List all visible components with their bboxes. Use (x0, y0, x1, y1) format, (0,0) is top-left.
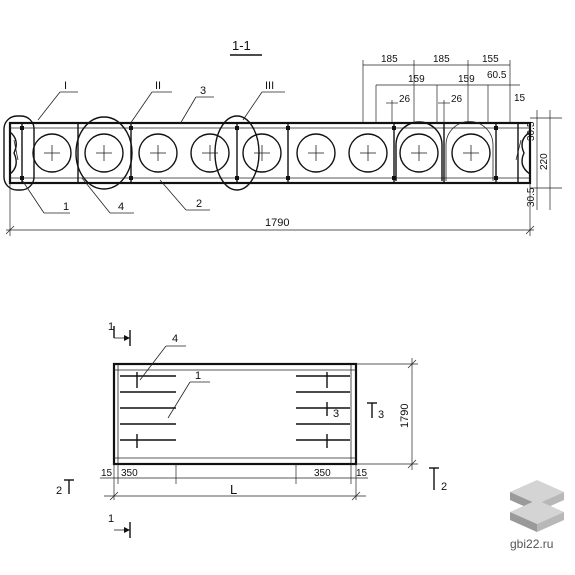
callout-2: 2 (159, 179, 210, 211)
detail-I-outline (3, 115, 35, 191)
right-dimensions: 30.5 220 30.5 (526, 110, 562, 210)
callout-II: II (129, 80, 172, 125)
svg-text:159: 159 (408, 74, 425, 85)
svg-text:185: 185 (381, 54, 398, 65)
svg-text:15: 15 (356, 468, 368, 479)
svg-text:15: 15 (101, 468, 113, 479)
top-dimensions: 185 185 155 159 159 60.5 26 26 15 (362, 54, 526, 123)
svg-text:1790: 1790 (265, 217, 289, 229)
plan-callout-4: 4 (139, 333, 186, 381)
slab-outline (8, 121, 532, 185)
svg-text:185: 185 (433, 54, 450, 65)
svg-text:220: 220 (539, 153, 550, 170)
section-title: 1-1 (232, 38, 251, 53)
detail-II-outline (75, 116, 133, 190)
svg-text:3: 3 (378, 409, 384, 421)
svg-text:1: 1 (63, 201, 69, 213)
watermark-logo (510, 480, 564, 532)
section-mark-3: 3 (367, 402, 384, 421)
plan-outline (112, 362, 358, 466)
svg-text:2: 2 (56, 485, 62, 497)
section-mark-bottom: 1 (108, 513, 131, 538)
svg-text:3: 3 (200, 85, 206, 97)
callout-III: III (242, 80, 285, 121)
callout-I: I (37, 80, 78, 121)
section-mark-2-left: 2 (56, 479, 74, 497)
plan-bars-right (296, 372, 350, 448)
svg-text:1790: 1790 (399, 404, 411, 428)
section-mark-2-right: 2 (429, 467, 447, 493)
svg-text:4: 4 (118, 201, 124, 213)
svg-text:2: 2 (196, 198, 202, 210)
callout-3: 3 (179, 85, 214, 125)
plan-callout-1: 1 (167, 370, 210, 419)
plan-bars-left (120, 372, 176, 448)
svg-text:1: 1 (195, 370, 201, 382)
plan-bottom-dimensions: 15 350 L 350 15 (100, 464, 368, 501)
detail-III-outline (214, 115, 260, 191)
svg-text:159: 159 (458, 74, 475, 85)
svg-text:II: II (155, 80, 161, 92)
svg-text:L: L (230, 482, 237, 497)
svg-text:155: 155 (482, 54, 499, 65)
svg-text:30.5: 30.5 (526, 121, 537, 141)
svg-text:30.5: 30.5 (526, 187, 537, 207)
svg-text:2: 2 (441, 481, 447, 493)
svg-text:60.5: 60.5 (487, 70, 507, 81)
svg-text:III: III (265, 80, 274, 92)
svg-text:350: 350 (314, 468, 331, 479)
svg-text:4: 4 (172, 333, 178, 345)
section-mark-top: 1 (108, 321, 131, 346)
svg-text:350: 350 (121, 468, 138, 479)
plan-width-dimension: 1790 (356, 358, 418, 470)
svg-text:15: 15 (514, 93, 526, 104)
watermark-text: gbi22.ru (510, 537, 554, 551)
hollow-voids (32, 121, 494, 181)
svg-text:1: 1 (108, 513, 114, 525)
plan-pos-3: 3 (333, 408, 339, 420)
section-view: 1-1 (3, 38, 562, 236)
callout-4: 4 (81, 177, 134, 214)
overall-dimension: 1790 (5, 183, 535, 236)
svg-text:I: I (64, 80, 67, 92)
svg-text:26: 26 (399, 94, 411, 105)
plan-view: 4 1 3 1 1 3 (56, 321, 447, 538)
svg-text:26: 26 (451, 94, 463, 105)
svg-text:1: 1 (108, 321, 114, 333)
callout-1: 1 (21, 179, 70, 214)
